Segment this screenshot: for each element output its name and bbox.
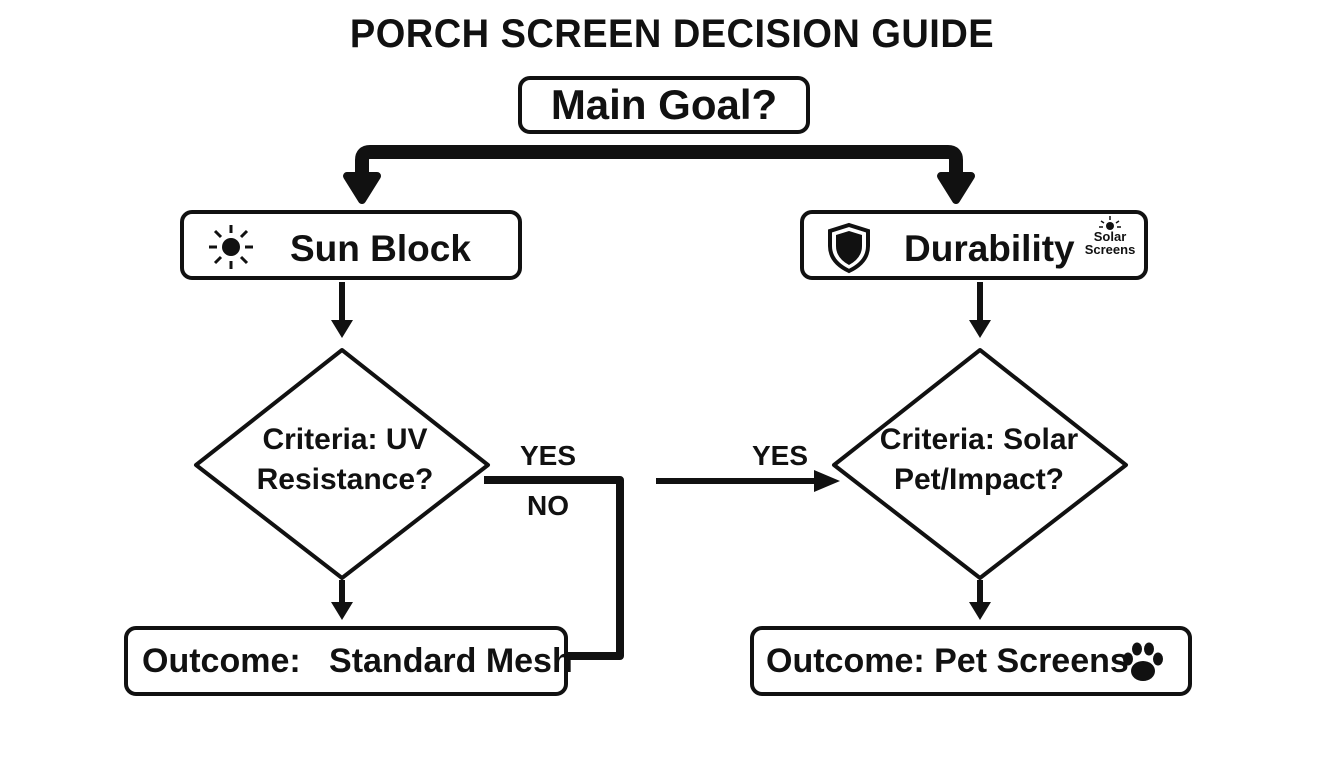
mini-sun-icon	[1099, 216, 1121, 230]
durability-node: Durability Solar Screens	[800, 210, 1148, 280]
paw-icon	[1120, 640, 1166, 686]
yes-label-left: YES	[520, 440, 577, 471]
shield-icon	[826, 222, 872, 274]
pet-criteria-text: Criteria: Solar Pet/Impact?	[834, 420, 1124, 500]
outcome-pet-screens: Outcome: Pet Screens	[750, 626, 1192, 696]
durability-label: Durability	[904, 228, 1075, 269]
decision-diamond-uv	[194, 348, 490, 580]
badge-line-2: Screens	[1084, 242, 1136, 257]
outcome-standard-mesh: Outcome: Standard Mesh	[124, 626, 573, 696]
no-label-left: NO	[527, 490, 569, 521]
sun-icon	[206, 222, 256, 272]
pet-criteria-line-1: Criteria: Solar	[879, 423, 1079, 456]
uv-criteria-line-1: Criteria: UV	[262, 423, 428, 456]
uv-criteria-text: Criteria: UV Resistance?	[200, 420, 490, 500]
sun-block-node: Sun Block	[180, 210, 522, 280]
decision-diamond-pet	[832, 348, 1128, 580]
uv-criteria-line-2: Resistance?	[256, 463, 434, 496]
page-title: PORCH SCREEN DECISION GUIDE	[349, 12, 995, 56]
badge-line-1: Solar	[1093, 229, 1127, 244]
outcome-standard-mesh-label: Outcome: Standard Mesh	[142, 641, 573, 680]
arrowhead-right	[937, 172, 975, 204]
split-connector	[355, 145, 560, 178]
yes-label-right: YES	[752, 440, 809, 471]
no-connector	[484, 476, 624, 660]
main-goal-label: Main Goal?	[550, 81, 778, 128]
solar-screens-badge: Solar Screens	[1080, 216, 1140, 276]
main-goal-node: Main Goal?	[518, 76, 810, 134]
pet-criteria-line-2: Pet/Impact?	[893, 463, 1065, 496]
outcome-pet-screens-label: Outcome: Pet Screens	[766, 641, 1129, 680]
arrowhead-left	[343, 172, 381, 204]
sun-block-label: Sun Block	[290, 228, 471, 269]
